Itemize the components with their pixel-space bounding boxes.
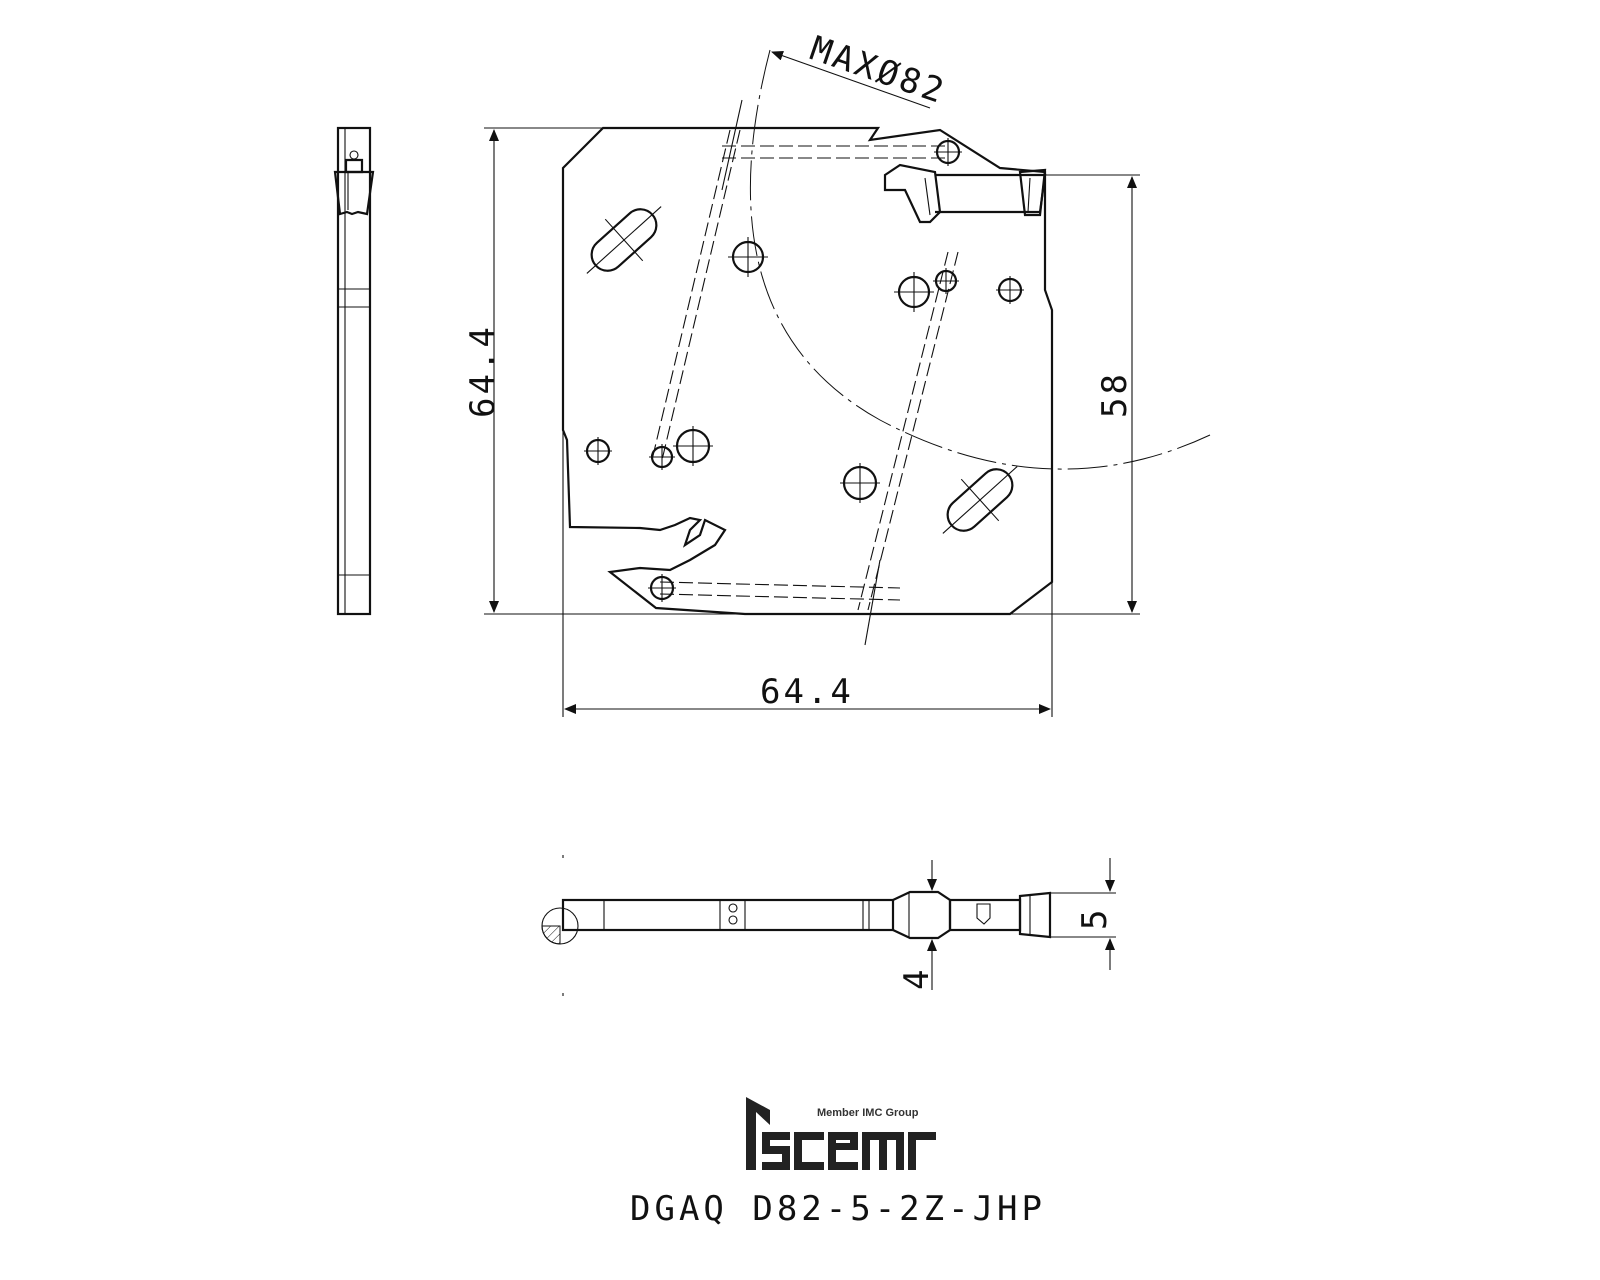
dim-width-bottom: 64.4 (760, 672, 854, 712)
dim-max-diameter: MAXØ82 (805, 29, 951, 113)
front-view (561, 49, 1211, 646)
dim-height-left: 64.4 (463, 324, 503, 418)
dim-blade-width: 5 (1075, 907, 1115, 930)
blade-outline (561, 126, 1054, 616)
side-view (333, 126, 375, 616)
coolant-channels (651, 99, 959, 646)
dimension-lines (484, 50, 1140, 717)
brand-tagline: Member IMC Group (817, 1107, 919, 1119)
iscar-logo: Member IMC Group (746, 1097, 936, 1170)
top-view (541, 855, 1116, 996)
dim-height-right: 58 (1095, 371, 1135, 418)
dim-seat-width: 4 (897, 967, 937, 990)
model-code-title: DGAQ D82-5-2Z-JHP (630, 1189, 1046, 1229)
